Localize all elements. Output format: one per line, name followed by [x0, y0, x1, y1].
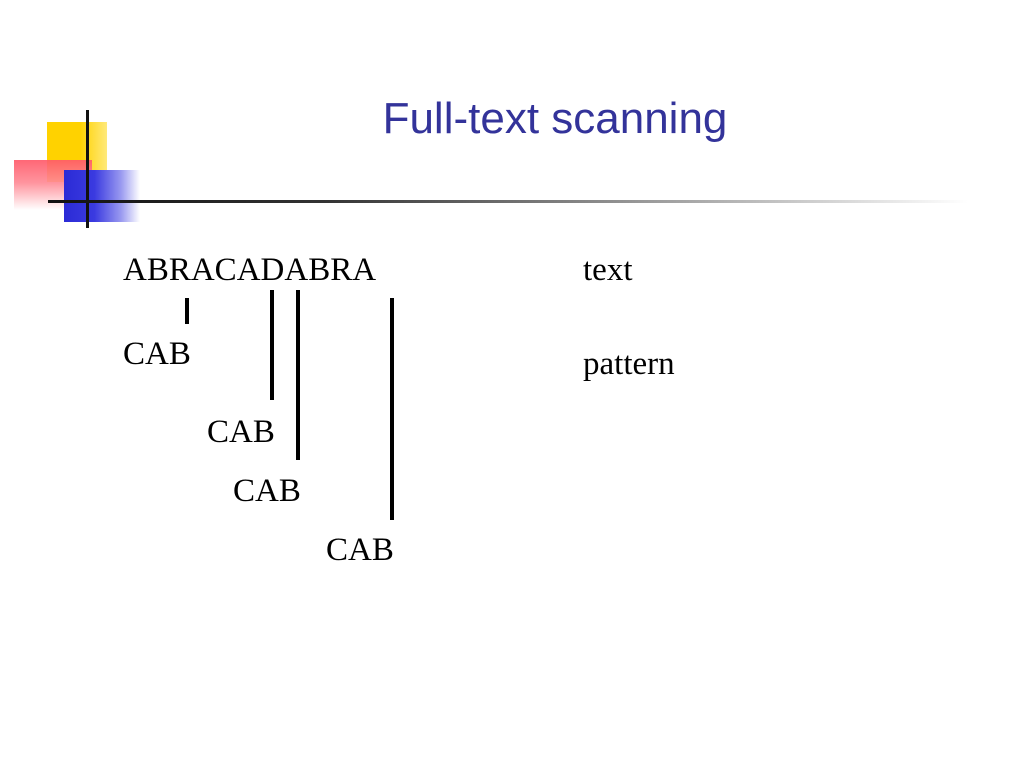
alignment-bar-2: [270, 290, 274, 400]
title-underline-rule: [48, 200, 968, 203]
pattern-attempt-3: CAB: [233, 473, 301, 509]
alignment-bar-3: [296, 290, 300, 460]
pattern-attempt-4: CAB: [326, 532, 394, 568]
text-string: ABRACADABRA: [123, 252, 377, 288]
decor-blue-square: [64, 170, 140, 222]
pattern-attempt-1: CAB: [123, 336, 191, 372]
text-label: text: [583, 252, 633, 288]
alignment-bar-1: [185, 298, 189, 324]
alignment-bar-4: [390, 298, 394, 520]
pattern-attempt-2: CAB: [207, 414, 275, 450]
decor-vertical-line: [86, 110, 89, 228]
pattern-label: pattern: [583, 346, 675, 382]
slide-title: Full-text scanning: [382, 94, 728, 143]
